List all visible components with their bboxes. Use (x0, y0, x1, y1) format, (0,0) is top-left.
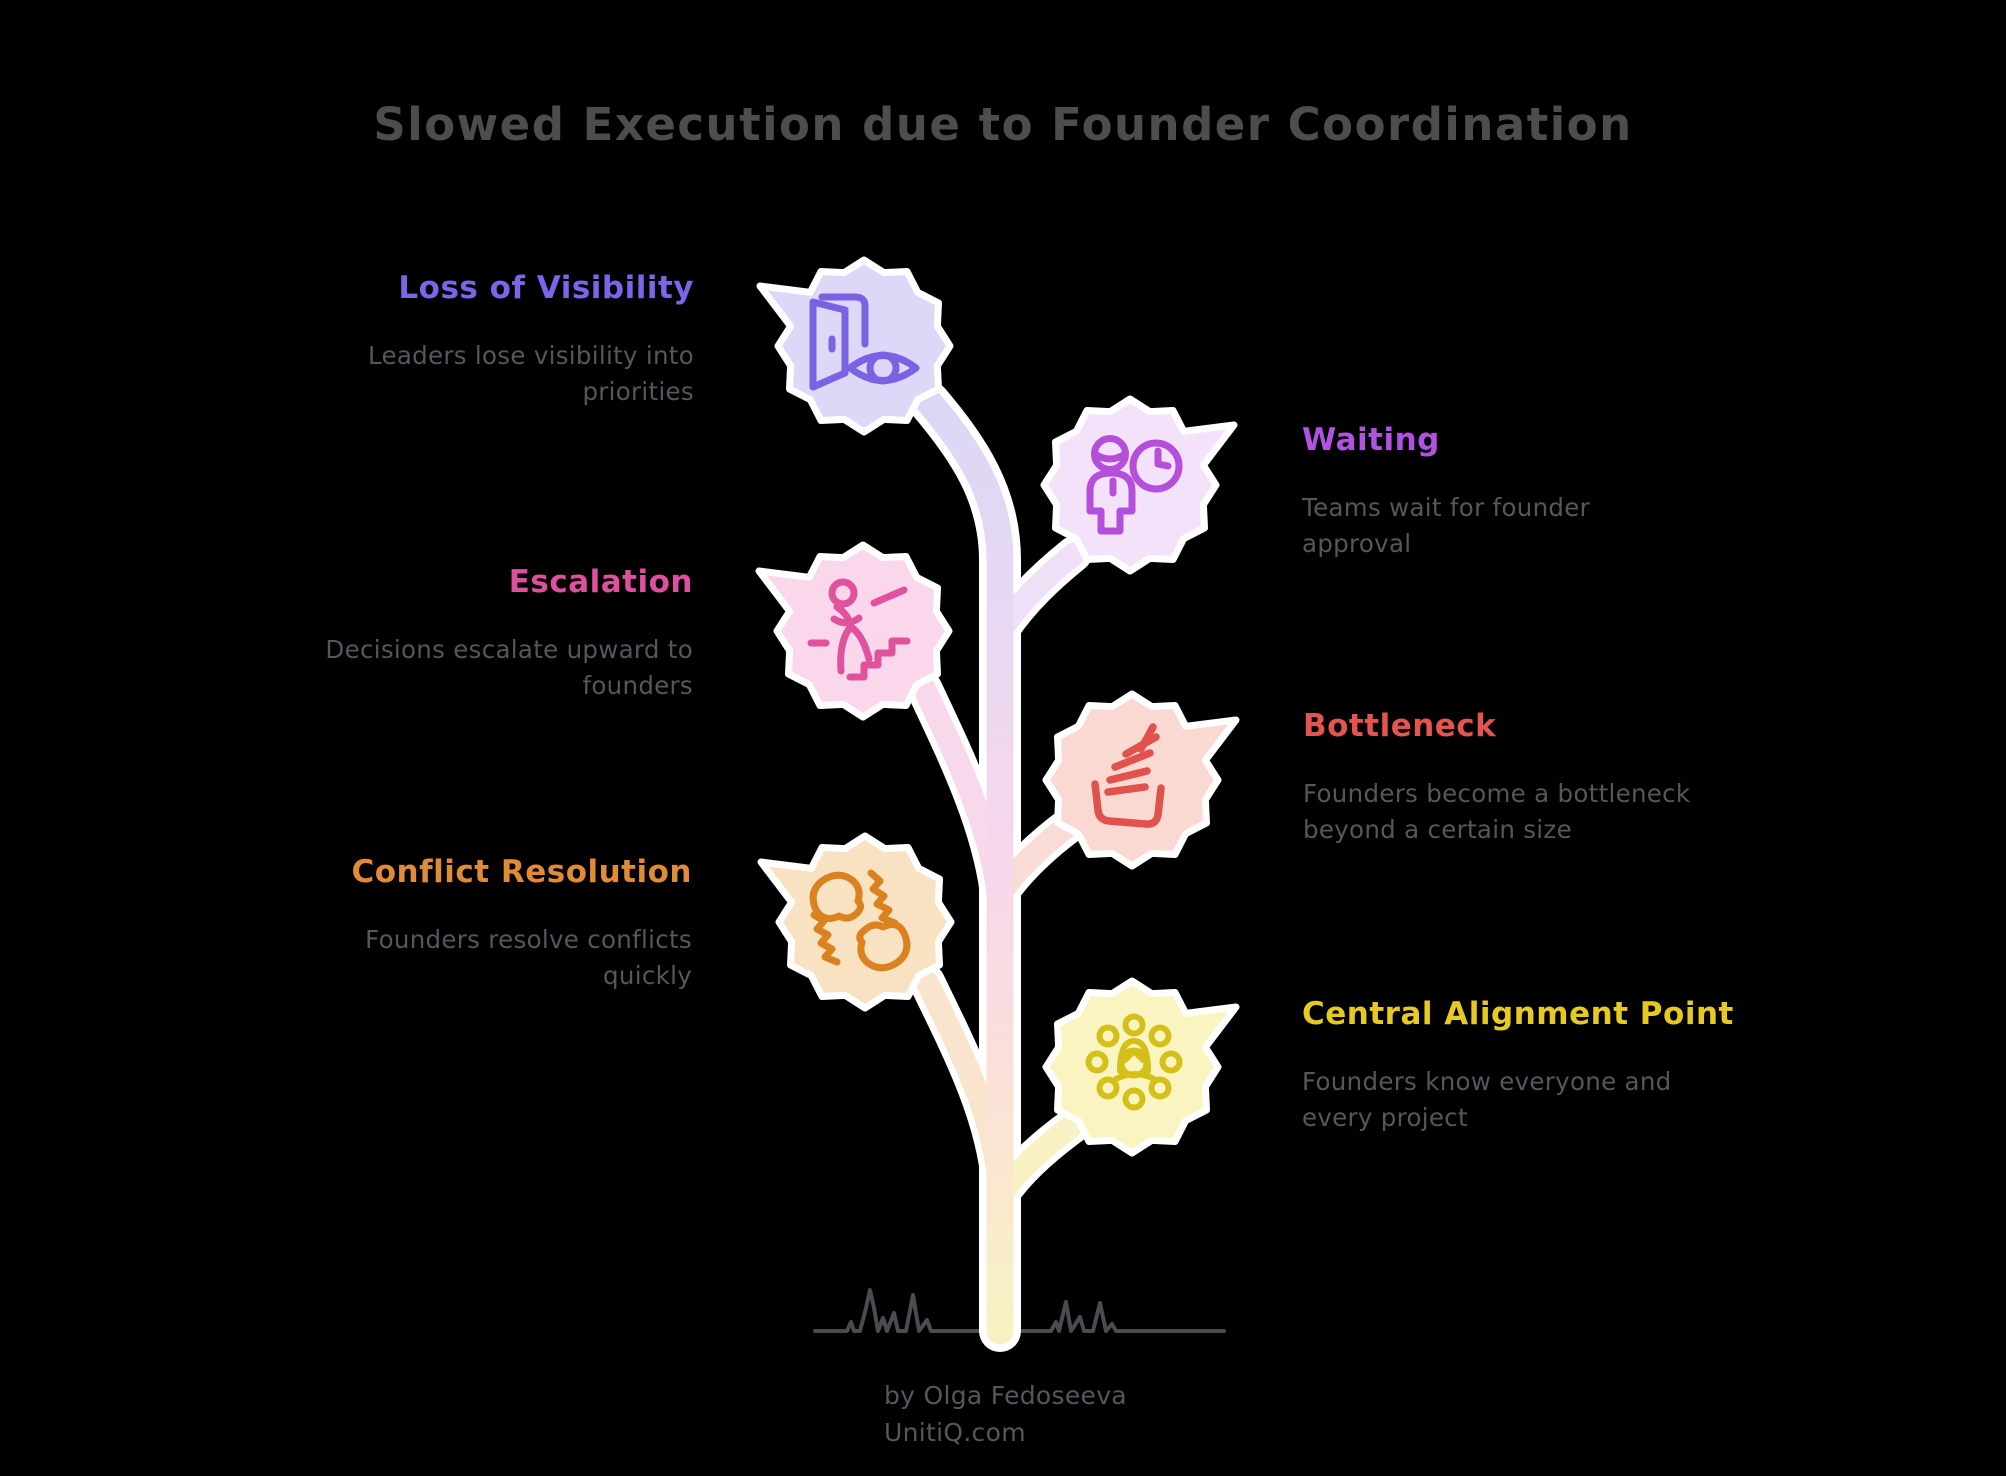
node-title: Waiting (1302, 422, 1440, 458)
attribution: by Olga Fedoseeva UnitiQ.com (884, 1377, 1127, 1451)
person-among-people-icon (1085, 1013, 1183, 1111)
trunk (915, 388, 1014, 1345)
stacked-tray-icon (1091, 723, 1165, 828)
person-clock-icon (1086, 435, 1183, 535)
node-description: Decisions escalate upward to founders (325, 635, 693, 700)
node-waiting: Waiting Teams wait for founder approval (1302, 420, 1590, 562)
node-loss-of-visibility: Loss of Visibility Leaders lose visibili… (368, 268, 694, 410)
fist-bump-icon (809, 869, 911, 972)
node-description: Leaders lose visibility into priorities (367, 341, 694, 406)
page-title: Slowed Execution due to Founder Coordina… (373, 98, 1633, 151)
person-stairs-icon (807, 578, 911, 681)
attribution-site: UnitiQ.com (884, 1418, 1026, 1447)
node-title: Conflict Resolution (351, 854, 692, 890)
node-title: Loss of Visibility (398, 270, 694, 306)
node-conflict-resolution: Conflict Resolution Founders resolve con… (352, 852, 693, 994)
grass-ground-line (813, 1288, 1226, 1333)
node-description: Founders resolve conflicts quickly (365, 925, 692, 990)
node-escalation: Escalation Decisions escalate upward to … (325, 562, 693, 704)
door-eye-icon (809, 293, 920, 391)
node-title: Escalation (508, 564, 693, 600)
node-description: Teams wait for founder approval (1302, 493, 1591, 558)
node-central-alignment-point: Central Alignment Point Founders know ev… (1302, 994, 1734, 1136)
attribution-author: by Olga Fedoseeva (884, 1381, 1127, 1410)
stems (912, 388, 1086, 1345)
node-title: Central Alignment Point (1302, 996, 1734, 1032)
node-description: Founders become a bottleneck beyond a ce… (1303, 779, 1691, 844)
node-title: Bottleneck (1303, 708, 1497, 744)
node-description: Founders know everyone and every project (1302, 1067, 1672, 1132)
node-bottleneck: Bottleneck Founders become a bottleneck … (1303, 706, 1690, 848)
